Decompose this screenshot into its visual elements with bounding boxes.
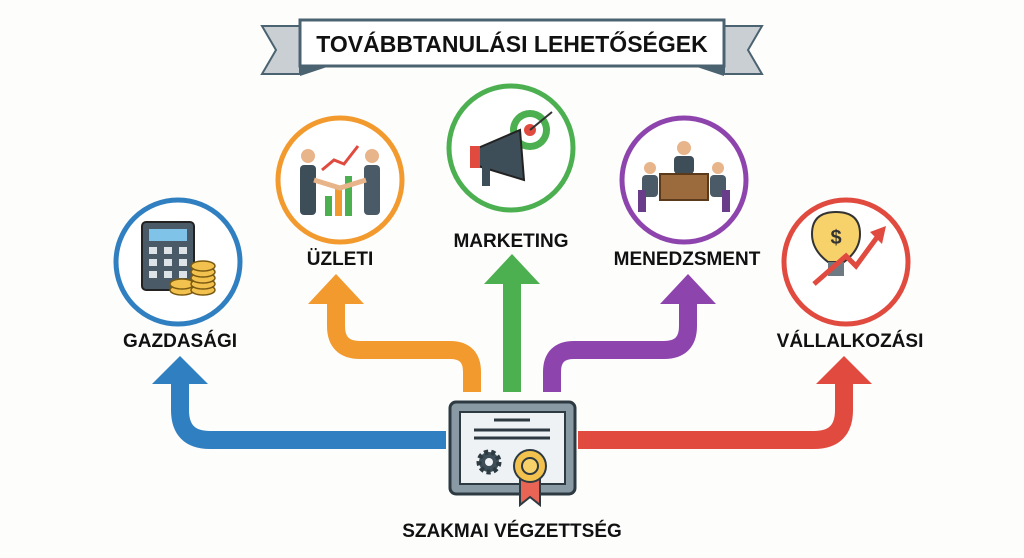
- handshake-chart-icon: [300, 145, 380, 216]
- arrowhead-menedzsment: [660, 274, 716, 304]
- meeting-icon: [638, 141, 730, 212]
- node-vallalkozasi: $: [781, 197, 911, 327]
- node-marketing: [446, 83, 576, 213]
- arrowhead-vallalkozasi: [816, 356, 872, 384]
- label-vallalkozasi: VÁLLALKOZÁSI: [777, 330, 924, 352]
- arrow-gazdasagi: [171, 380, 446, 449]
- source-label: SZAKMAI VÉGZETTSÉG: [402, 520, 622, 542]
- node-menedzsment: [619, 115, 749, 245]
- arrowhead-marketing: [484, 254, 540, 284]
- megaphone-target-icon: [470, 110, 553, 186]
- calculator-coins-icon: [141, 221, 216, 296]
- lightbulb-growth-icon: $: [810, 210, 886, 286]
- node-gazdasagi: [113, 197, 243, 327]
- label-uzleti: ÜZLETI: [307, 249, 374, 270]
- label-menedzsment: MENEDZSMENT: [614, 249, 761, 270]
- svg-text:$: $: [830, 227, 841, 249]
- label-gazdasagi: GAZDASÁGI: [123, 330, 237, 352]
- arrow-menedzsment: [543, 300, 697, 392]
- title-banner: TOVÁBBTANULÁSI LEHETŐSÉGEK: [260, 18, 764, 76]
- page-title: TOVÁBBTANULÁSI LEHETŐSÉGEK: [316, 30, 708, 57]
- label-marketing: MARKETING: [453, 231, 568, 252]
- arrowhead-gazdasagi: [152, 356, 208, 384]
- arrow-uzleti: [327, 300, 481, 392]
- arrowhead-uzleti: [308, 274, 364, 304]
- arrow-vallalkozasi: [578, 380, 853, 449]
- certificate-icon: [448, 400, 577, 508]
- node-uzleti: [275, 115, 405, 245]
